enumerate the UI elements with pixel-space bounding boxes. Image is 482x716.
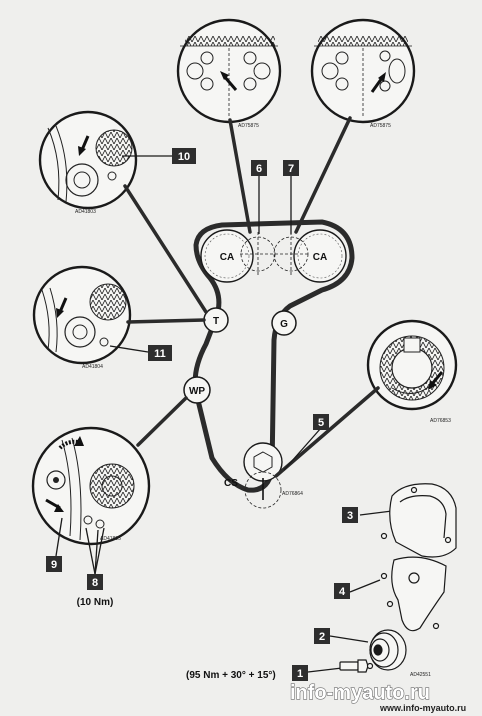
ref-crank-detail: AD76853 bbox=[430, 418, 451, 424]
callout-8: 8 bbox=[87, 574, 103, 590]
pulley-label-g: G bbox=[280, 319, 288, 330]
pulley-label-ca-left: CA bbox=[220, 252, 234, 263]
pulley-label-ca-right: CA bbox=[313, 252, 327, 263]
svg-text:1: 1 bbox=[297, 668, 303, 680]
watermark-small: www.info-myauto.ru bbox=[379, 703, 466, 713]
crankshaft-pulley bbox=[243, 442, 283, 509]
pulley-label-cs: CS bbox=[224, 478, 238, 489]
torque-bolt-1: (95 Nm + 30° + 15°) bbox=[186, 670, 276, 681]
ref-cam-right: AD75875 bbox=[370, 123, 391, 129]
detail-crank bbox=[366, 319, 458, 411]
timing-belt bbox=[192, 219, 355, 493]
callout-1: 1 bbox=[292, 665, 308, 681]
pulley-label-t: T bbox=[213, 316, 219, 327]
ref-pulley: AD42551 bbox=[410, 672, 431, 678]
callout-2: 2 bbox=[314, 628, 330, 644]
svg-text:2: 2 bbox=[319, 631, 325, 643]
ref-tensioner-top: AD41803 bbox=[75, 209, 96, 215]
detail-tensioner-bottom bbox=[32, 265, 132, 365]
callout-6: 6 bbox=[251, 160, 267, 176]
callout-3: 3 bbox=[342, 507, 358, 523]
cam-timing-marks bbox=[240, 232, 309, 276]
svg-text:11: 11 bbox=[154, 348, 166, 360]
camshaft-pulley-right: CA bbox=[293, 229, 347, 283]
svg-text:7: 7 bbox=[288, 163, 294, 175]
guide-pulley: G bbox=[271, 310, 297, 336]
svg-text:6: 6 bbox=[256, 163, 262, 175]
watermark-large: info-myauto.ru bbox=[290, 682, 430, 704]
detail-tensioner-adjust bbox=[31, 426, 151, 546]
callout-leaders bbox=[55, 155, 401, 673]
detail-cam-right bbox=[310, 18, 416, 124]
water-pump-pulley: WP bbox=[183, 376, 211, 404]
callout-5: 5 bbox=[313, 414, 329, 430]
callout-10: 10 bbox=[172, 148, 196, 164]
ref-cam-left: AD75875 bbox=[238, 123, 259, 129]
crank-pulley-damper bbox=[369, 629, 407, 671]
crank-bolt bbox=[339, 659, 374, 673]
callout-9: 9 bbox=[46, 556, 62, 572]
callout-11: 11 bbox=[148, 345, 172, 361]
callout-4: 4 bbox=[334, 583, 350, 599]
svg-text:5: 5 bbox=[318, 417, 324, 429]
ref-tensioner-bottom: AD41804 bbox=[82, 364, 103, 370]
svg-text:10: 10 bbox=[178, 151, 190, 163]
svg-text:3: 3 bbox=[347, 510, 353, 522]
camshaft-pulley-left: CA bbox=[200, 229, 254, 283]
torque-bolts-8: (10 Nm) bbox=[77, 597, 114, 608]
ref-crank-main: AD76864 bbox=[282, 491, 303, 497]
timing-cover-upper bbox=[380, 483, 457, 558]
detail-tensioner-top bbox=[38, 110, 138, 210]
svg-text:8: 8 bbox=[92, 577, 98, 589]
detail-cam-left bbox=[176, 18, 282, 124]
callout-7: 7 bbox=[283, 160, 299, 176]
ref-tensioner-adjust: AD41805 bbox=[100, 536, 121, 542]
svg-text:9: 9 bbox=[51, 559, 57, 571]
leader-lines bbox=[123, 116, 380, 478]
pulley-label-wp: WP bbox=[189, 386, 205, 397]
timing-cover-lower bbox=[380, 556, 447, 632]
svg-text:4: 4 bbox=[339, 586, 346, 598]
